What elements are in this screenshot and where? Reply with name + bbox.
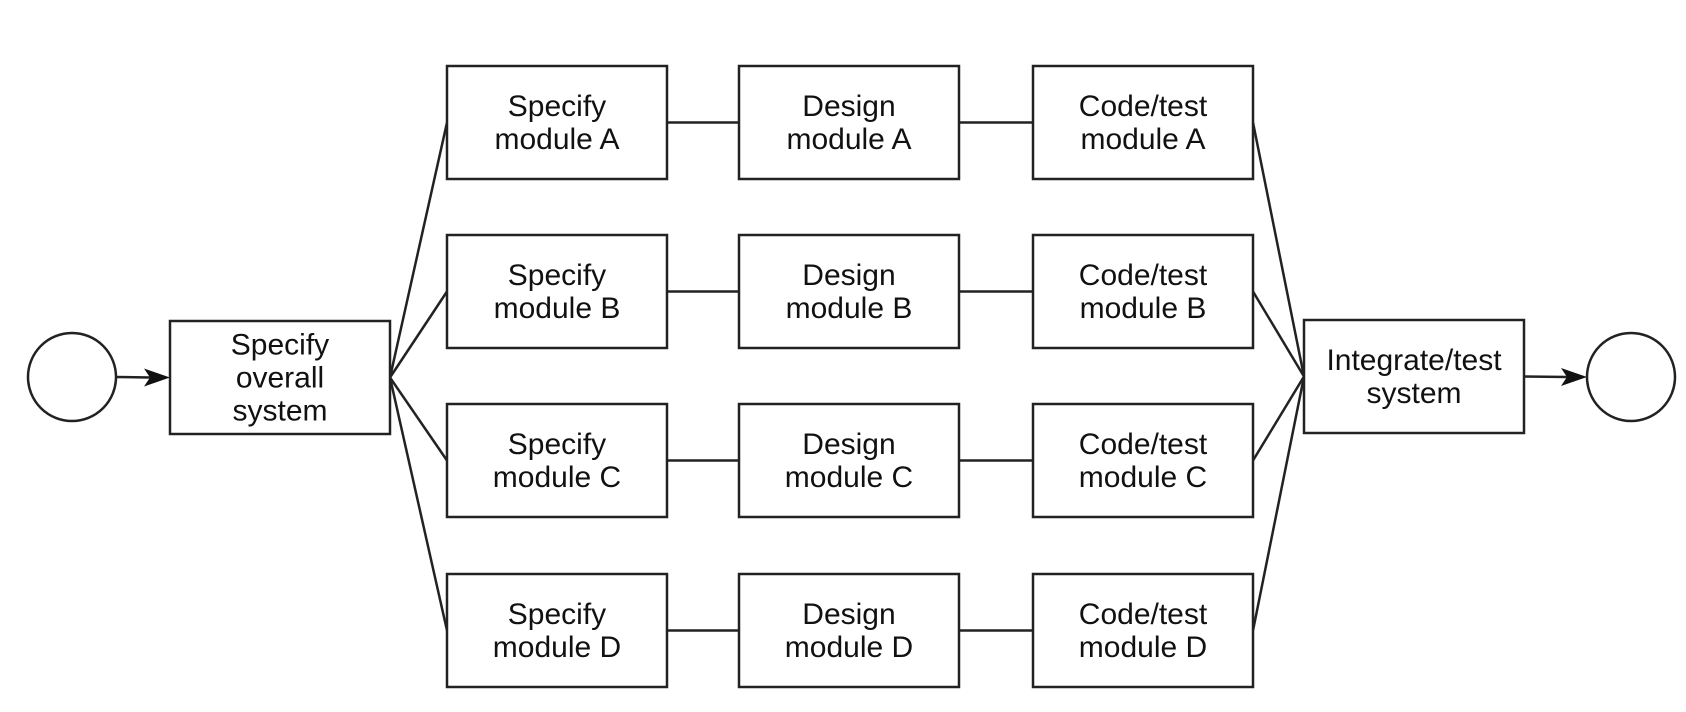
- edge-code-b-to-integrate: [1251, 290, 1306, 378]
- edge-start-to-specify-overall: [115, 375, 151, 379]
- code-c-box: [1031, 402, 1255, 519]
- code-b-box: [1031, 233, 1255, 350]
- edge-code-d-to-integrate: [1251, 376, 1306, 631]
- specify-c-label-line: Specify: [508, 428, 606, 461]
- design-b-label-line: module B: [786, 292, 913, 325]
- specify-d-label-line: module D: [493, 631, 621, 664]
- design-a-label-line: Design: [802, 90, 895, 123]
- specify-c-box: [445, 402, 669, 519]
- specify-overall-label-line: system: [232, 395, 327, 428]
- code-d-box: [1031, 572, 1255, 689]
- code-b-label-line: module B: [1080, 292, 1207, 325]
- specify-b-box: [445, 233, 669, 350]
- specify-c-label-line: module C: [493, 461, 621, 494]
- specify-a-label-line: Specify: [508, 90, 606, 123]
- code-c-label-line: module C: [1079, 461, 1207, 494]
- design-d-box: [737, 572, 961, 689]
- code-d-label-line: module D: [1079, 631, 1207, 664]
- specify-d-label-line: Specify: [508, 598, 606, 631]
- specify-overall-label-line: Specify: [231, 329, 329, 362]
- integrate-box: [1302, 318, 1526, 435]
- edge-code-c-to-integrate: [1251, 375, 1306, 462]
- design-c-box: [737, 402, 961, 519]
- design-d-label-line: Design: [802, 598, 895, 631]
- design-c-label-line: module C: [785, 461, 913, 494]
- arrowhead-end: [1561, 368, 1587, 386]
- design-b-box: [737, 233, 961, 350]
- integrate-label-line: Integrate/test: [1326, 344, 1502, 377]
- end-terminal-node: [1585, 331, 1677, 423]
- code-b-label-line: Code/test: [1079, 259, 1208, 292]
- design-d-label-line: module D: [785, 631, 913, 664]
- code-a-box: [1031, 64, 1255, 181]
- edge-specify-overall-to-specify-b: [388, 290, 449, 379]
- edges-layer: [115, 121, 1587, 632]
- code-d-label-line: Code/test: [1079, 598, 1208, 631]
- design-c-label-line: Design: [802, 428, 895, 461]
- edge-specify-overall-to-specify-d: [388, 377, 449, 631]
- specify-d-box: [445, 572, 669, 689]
- code-c-label-line: Code/test: [1079, 428, 1208, 461]
- start-terminal-node: [26, 331, 118, 423]
- edge-code-a-to-integrate: [1251, 122, 1306, 377]
- design-a-label-line: module A: [786, 123, 911, 156]
- edge-specify-overall-to-specify-c: [388, 376, 449, 462]
- integrate-label-line: system: [1366, 377, 1461, 410]
- specify-a-box: [445, 64, 669, 181]
- specify-a-label-line: module A: [494, 123, 619, 156]
- specify-overall-label-line: overall: [236, 362, 324, 395]
- arrowhead-specify-overall: [144, 368, 170, 387]
- code-a-label-line: Code/test: [1079, 90, 1208, 123]
- specify-b-label-line: Specify: [508, 259, 606, 292]
- design-a-box: [737, 64, 961, 181]
- design-b-label-line: Design: [802, 259, 895, 292]
- specify-b-label-line: module B: [494, 292, 621, 325]
- code-a-label-line: module A: [1080, 123, 1205, 156]
- edge-specify-overall-to-specify-a: [388, 122, 449, 378]
- specify-overall-box: [168, 319, 392, 436]
- edge-integrate-to-end: [1523, 375, 1568, 379]
